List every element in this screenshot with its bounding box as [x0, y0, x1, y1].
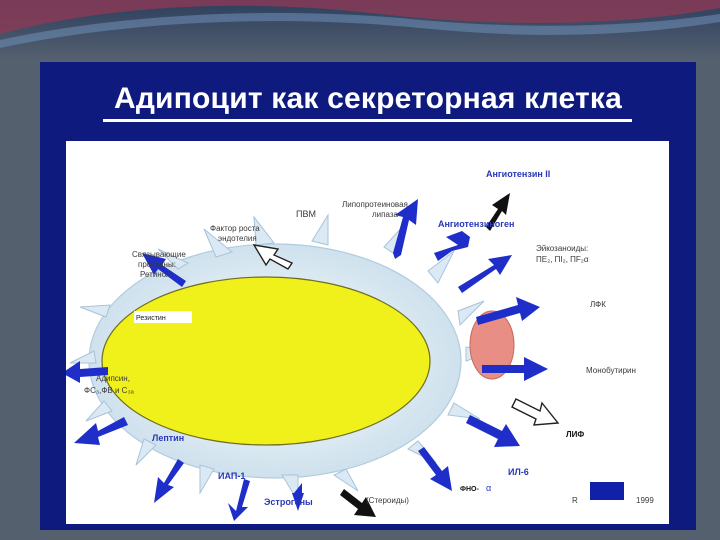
citation-year: 1999 [636, 496, 654, 505]
cell-nucleus [469, 310, 515, 380]
arrow-fno [418, 447, 452, 491]
slide-title: Адипоцит как секреторная клетка [113, 82, 623, 115]
label-fno-alpha: α [486, 483, 491, 493]
arrow-angiotensin [486, 193, 510, 231]
membrane-spike [79, 304, 111, 318]
membrane-spike [199, 464, 215, 495]
background-swoosh-light [0, 13, 720, 48]
label-lipase-2: липаза [372, 210, 398, 219]
label-il6: ИЛ-6 [508, 467, 529, 477]
cell-lipid-droplet [101, 276, 431, 446]
arrow-eicosanoids [458, 255, 512, 293]
outline-arrows [252, 244, 560, 426]
label-lif: ЛИФ [566, 430, 584, 439]
black-arrows [340, 193, 510, 517]
label-pvm: ПВМ [296, 209, 316, 219]
label-growth-1: Фактор роста [210, 224, 260, 233]
membrane-spike [457, 300, 485, 327]
label-adipsin-2: ФС₃,ФВ и С₃ₐ [84, 386, 135, 395]
arrow-leptin [154, 459, 184, 503]
label-resistin-box [134, 311, 192, 323]
label-binding-2: протеины: [138, 260, 176, 269]
label-eicos-2: ПЕ₂, ПІ₂, ПF₂α [536, 255, 589, 264]
label-monobutyrin: Монобутирин [586, 366, 636, 375]
arrow-adipsin [74, 417, 128, 445]
arrow-lipase [393, 199, 418, 259]
arrow-steroids [340, 489, 376, 517]
secretion-arrows [66, 199, 548, 521]
label-angiotensin: Ангиотензин II [486, 169, 550, 179]
arrow-resistin [66, 361, 108, 383]
arrow-angiotensinogen [434, 231, 470, 261]
label-leptin: Лептин [152, 433, 184, 443]
membrane-spike [427, 250, 455, 284]
background-swoosh [0, 0, 720, 34]
label-eicos-1: Эйкозаноиды: [536, 244, 588, 253]
membrane-spike [253, 215, 275, 246]
membrane-spike [157, 248, 190, 270]
arrow-binding [142, 253, 186, 287]
arrow-il6 [466, 415, 520, 447]
label-steroids: (Стероиды) [366, 496, 409, 505]
membrane-spike [85, 400, 113, 422]
membrane-spike [203, 228, 234, 258]
diagram-area: Ангиотензин II Липопротеиновая липаза ПВ… [66, 141, 669, 524]
label-fno: ФНО- [460, 486, 479, 493]
arrow-growth-factor [252, 244, 294, 270]
membrane-spike [69, 350, 97, 364]
arrow-lfk [476, 297, 540, 325]
label-iap: ИАП-1 [218, 471, 245, 481]
label-resistin: Резистин [136, 315, 166, 322]
label-adipsin-1: Адипсин, [96, 374, 130, 383]
adipocyte-diagram: Ангиотензин II Липопротеиновая липаза ПВ… [66, 169, 654, 521]
arrow-lif [511, 398, 560, 426]
membrane-spike [447, 402, 481, 420]
label-binding-1: Связывающие [132, 250, 186, 259]
membrane-spike [135, 438, 157, 466]
arrow-monobutyrin [482, 357, 548, 381]
diagram-labels: Ангиотензин II Липопротеиновая липаза ПВ… [84, 169, 654, 507]
membrane-spike [311, 213, 329, 246]
label-binding-3: Ретинол [140, 270, 171, 279]
label-lipase-1: Липопротеиновая [342, 200, 408, 209]
citation-redaction-box [590, 482, 624, 500]
label-angiotensinogen: Ангиотензиноген [438, 219, 514, 229]
citation-initial: R [572, 496, 578, 505]
membrane-spike [333, 468, 359, 492]
label-lfk: ЛФК [590, 300, 606, 309]
arrow-estrogens [292, 483, 304, 511]
title-underline [103, 119, 632, 122]
arrow-iap [228, 479, 250, 521]
label-estrogens: Эстрогены [264, 497, 313, 507]
label-growth-2: эндотелия [218, 234, 257, 243]
background-decoration [0, 0, 720, 60]
